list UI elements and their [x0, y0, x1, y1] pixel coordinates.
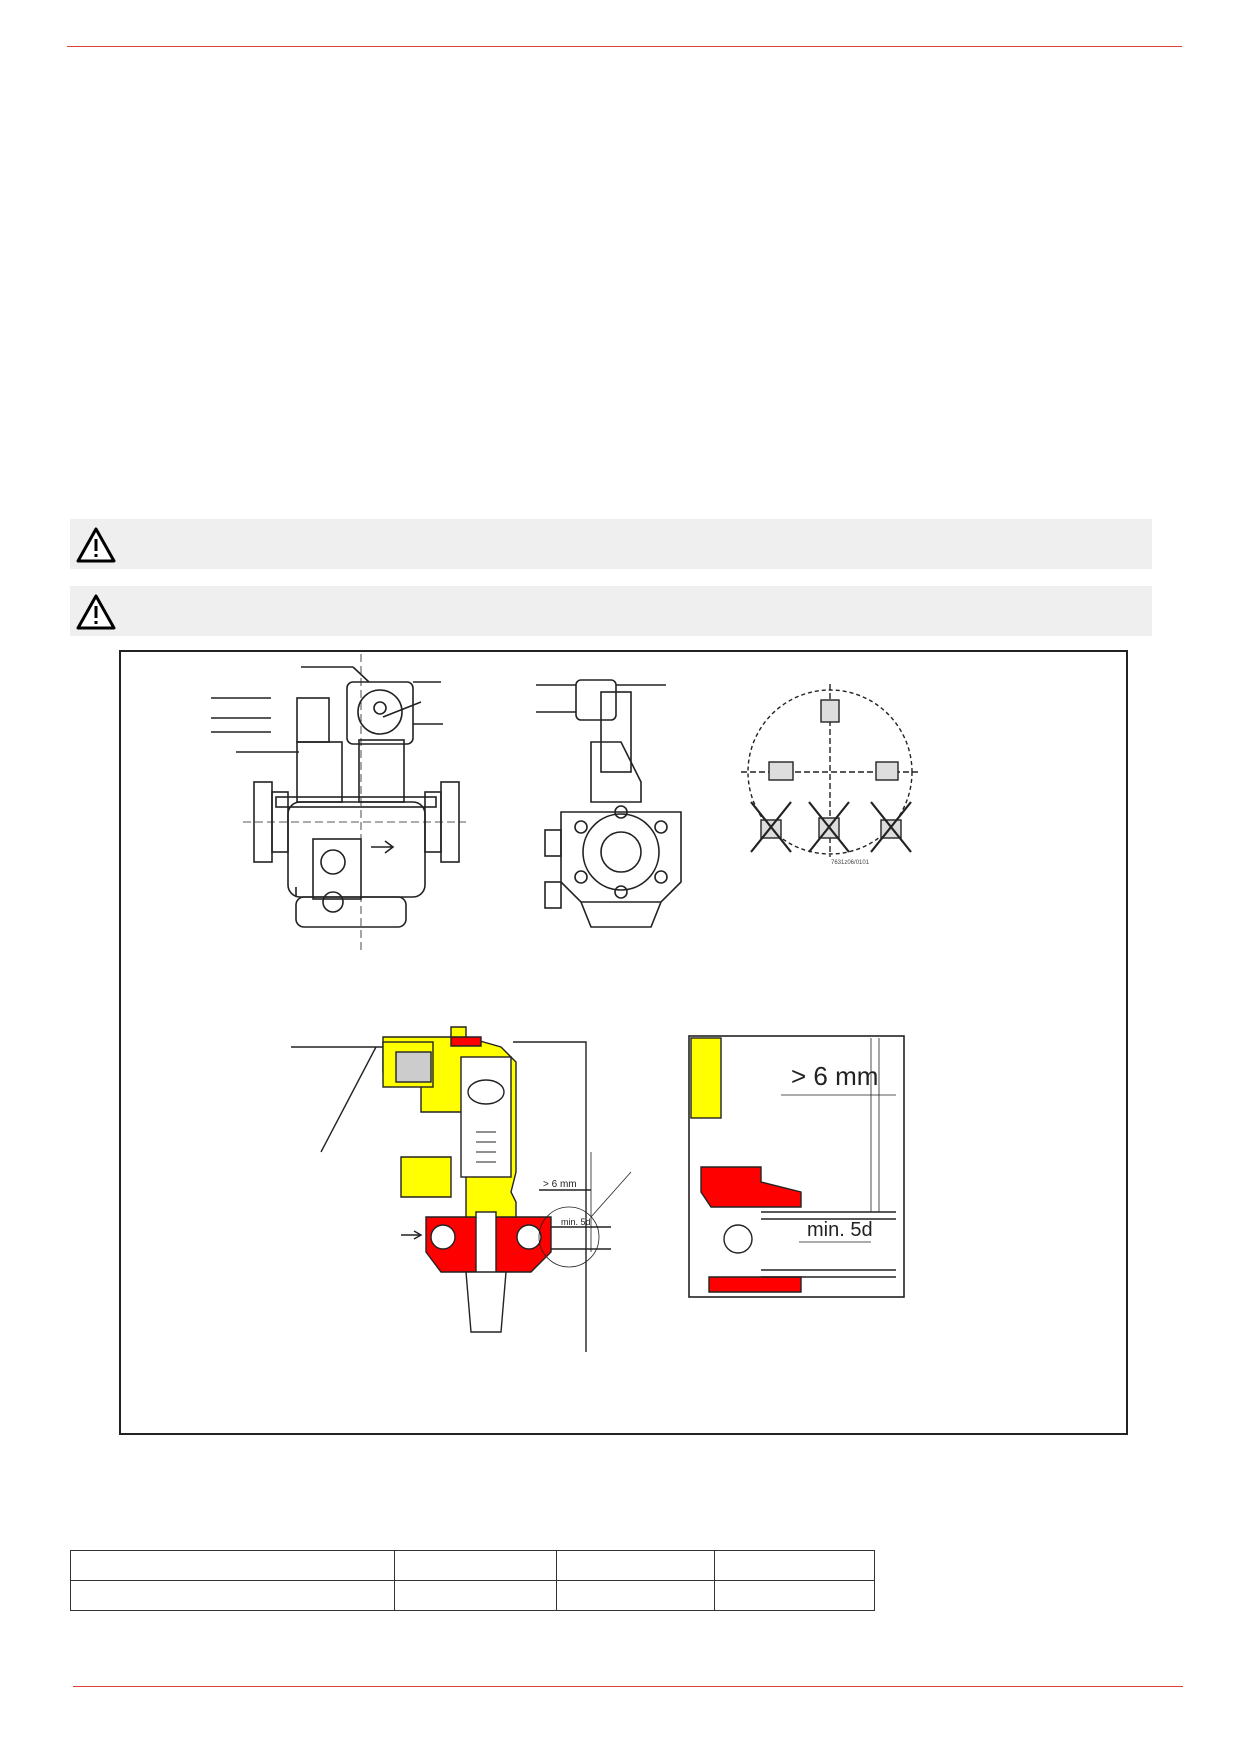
table-cell	[394, 1550, 557, 1581]
table-cell	[714, 1580, 875, 1611]
table-row	[69, 1550, 875, 1581]
header-rule	[67, 46, 1182, 47]
straight-run-label-small: min. 5d	[561, 1217, 591, 1227]
table-cell	[69, 1580, 396, 1611]
warning-triangle-icon	[76, 594, 116, 630]
clearance-label-large: > 6 mm	[791, 1061, 878, 1091]
valve-cross-section: > 6 mm min. 5d	[291, 1026, 632, 1352]
valve-installation-figure: 7631z06/0101 >	[119, 650, 1128, 1435]
table-cell	[555, 1580, 716, 1611]
figure-drawing: 7631z06/0101 >	[211, 652, 921, 1352]
mounting-orientation-diagram: 7631z06/0101	[741, 684, 921, 866]
clearance-label-small: > 6 mm	[543, 1179, 577, 1190]
table-cell	[394, 1580, 557, 1611]
warning-bar-1	[70, 519, 1152, 569]
straight-run-label-large: min. 5d	[807, 1219, 873, 1241]
table-cell	[69, 1550, 396, 1581]
valve-side-view	[536, 679, 682, 928]
spec-table	[69, 1550, 875, 1611]
table-cell	[555, 1550, 716, 1581]
pipe-detail-inset: > 6 mm min. 5d	[688, 1035, 905, 1298]
drawing-code-label: 7631z06/0101	[831, 860, 870, 866]
warning-bar-2	[70, 586, 1152, 636]
table-row	[69, 1580, 875, 1611]
valve-front-view	[211, 652, 466, 952]
warning-triangle-icon	[76, 527, 116, 563]
footer-rule	[73, 1686, 1183, 1687]
table-cell	[714, 1550, 875, 1581]
